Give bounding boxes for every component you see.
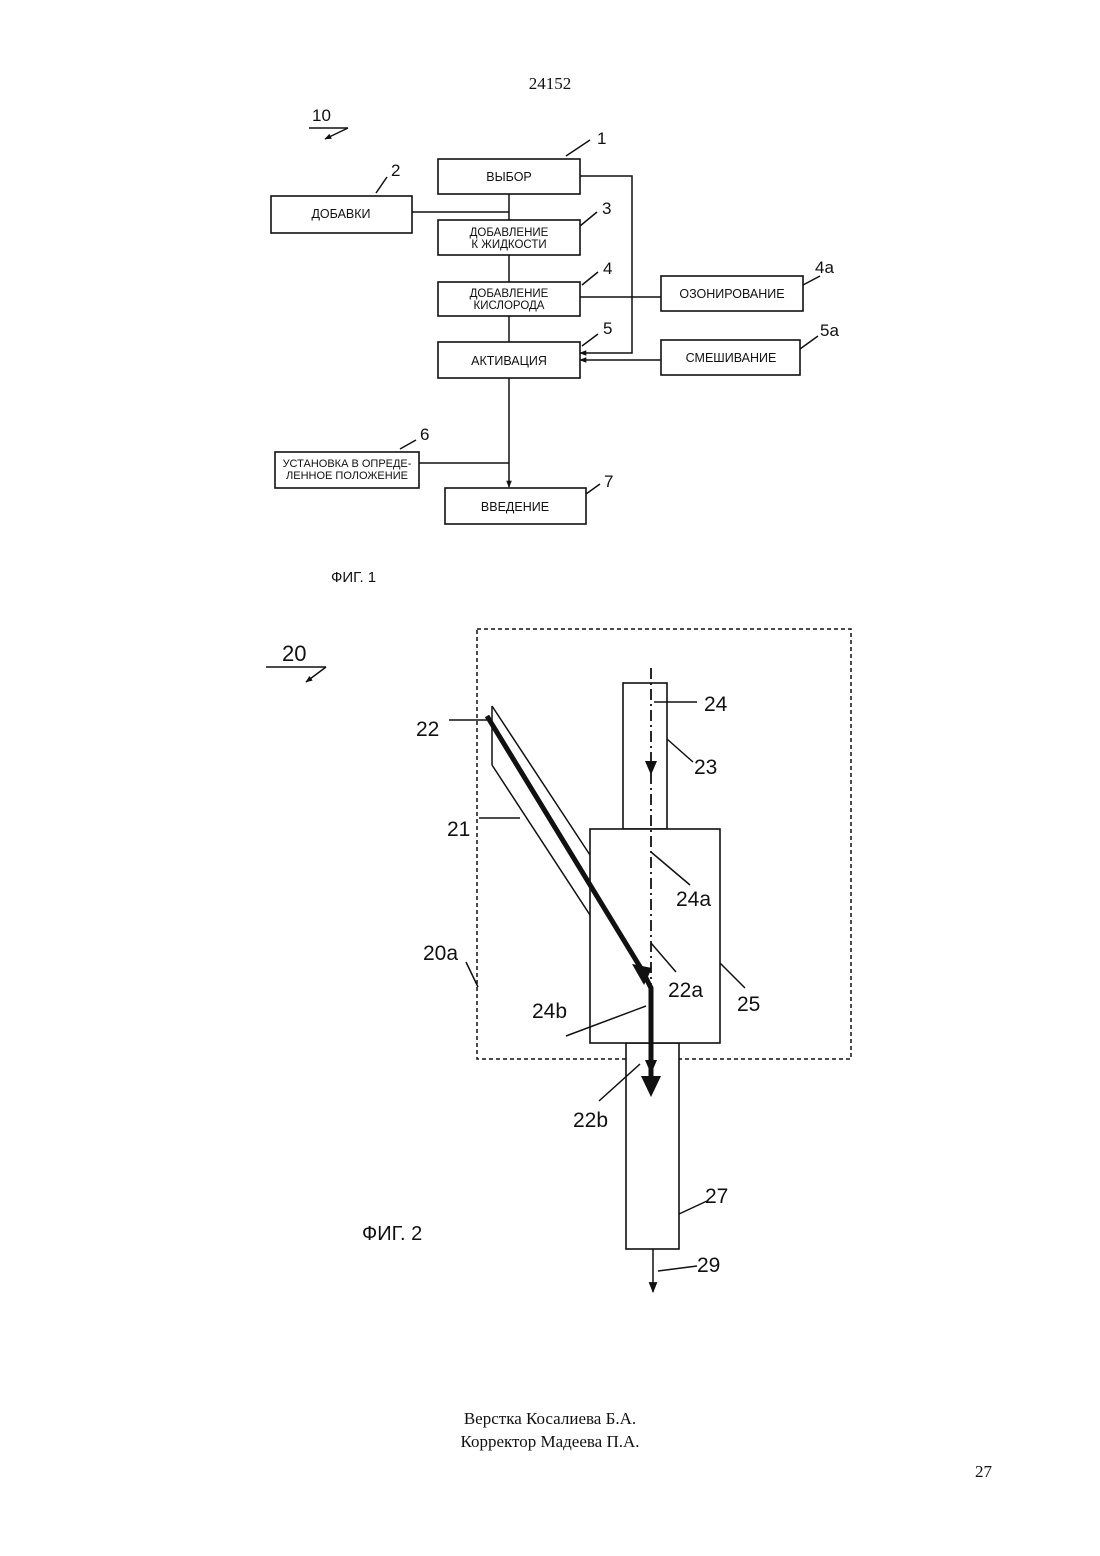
leader-25 [720,963,745,988]
leader-23 [667,739,693,762]
label-29: 29 [697,1254,720,1277]
box-dobavki: ДОБАВКИ 2 [271,161,412,233]
box-vvedenie-label: ВВЕДЕНИЕ [481,500,549,514]
box-position-line2: ЛЕННОЕ ПОЛОЖЕНИЕ [286,470,408,482]
mixing-chamber-25 [590,829,720,1043]
leader-4 [582,272,598,285]
box-activ-label: АКТИВАЦИЯ [471,354,547,368]
box-vybor: ВЫБОР 1 [438,129,606,194]
leader-5a [800,336,818,349]
fig1-reference: 10 [309,106,348,139]
fig2-ref-arrow [306,667,326,682]
label-24b: 24b [532,1000,567,1023]
leader-7 [586,484,600,494]
box-mix: СМЕШИВАНИЕ 5a [661,321,839,375]
fig1-ref-arrow [325,128,348,139]
leader-29 [658,1266,697,1271]
page-number: 27 [975,1462,992,1482]
label-25: 25 [737,993,760,1016]
box-ozon-label: ОЗОНИРОВАНИЕ [679,287,784,301]
ref-5: 5 [603,319,612,338]
fig2-ref-label: 20 [282,641,306,666]
leader-2 [376,177,387,193]
figure-2: 20 [266,629,851,1292]
tube-21-upper-wall [492,706,590,855]
label-27: 27 [705,1185,728,1208]
label-21: 21 [447,818,470,841]
ref-1: 1 [597,129,606,148]
box-oxygen-line1: ДОБАВЛЕНИЕ [470,288,549,300]
box-dobavki-label: ДОБАВКИ [311,207,370,221]
inlet-pipe-23 [623,683,667,829]
figure-1: 10 ВЫБОР 1 [271,106,839,586]
leader-1 [566,140,590,156]
box-mix-label: СМЕШИВАНИЕ [686,351,777,365]
ref-7: 7 [604,472,613,491]
leader-3 [580,212,597,226]
ref-4: 4 [603,259,612,278]
ref-2: 2 [391,161,400,180]
fig1-caption: ФИГ. 1 [331,569,376,586]
box-liquid: ДОБАВЛЕНИЕ К ЖИДКОСТИ 3 [438,199,611,255]
label-22a: 22a [668,979,703,1002]
leader-6 [400,440,416,449]
label-20a: 20a [423,942,458,965]
footer-proofreader-credit: Корректор Мадеева П.А. [0,1430,1100,1453]
tube-21-lower-wall [492,765,590,915]
box-position-line1: УСТАНОВКА В ОПРЕДЕ- [283,458,412,470]
ref-6: 6 [420,425,429,444]
box-liquid-line1: ДОБАВЛЕНИЕ [470,227,549,239]
ref-3: 3 [602,199,611,218]
label-24a: 24a [676,888,711,911]
label-23: 23 [694,756,717,779]
footer-layout-credit: Верстка Косалиева Б.А. [0,1407,1100,1430]
fig2-caption: ФИГ. 2 [362,1223,422,1245]
leader-27 [679,1201,707,1214]
box-liquid-line2: К ЖИДКОСТИ [471,239,546,251]
leader-20a [466,962,478,987]
box-vybor-label: ВЫБОР [486,170,532,184]
leader-5 [582,334,598,346]
footer-credits: Верстка Косалиева Б.А. Корректор Мадеева… [0,1407,1100,1453]
label-22: 22 [416,718,439,741]
label-22b: 22b [573,1109,608,1132]
fig2-reference: 20 [266,641,326,682]
label-24: 24 [704,693,728,716]
leader-4a [803,276,820,285]
ref-4a: 4a [815,258,834,277]
box-ozon: ОЗОНИРОВАНИЕ 4a [661,258,834,311]
box-oxygen: ДОБАВЛЕНИЕ КИСЛОРОДА 4 [438,259,612,316]
fig1-ref-label: 10 [312,106,331,125]
box-oxygen-line2: КИСЛОРОДА [474,300,545,312]
ref-5a: 5a [820,321,839,340]
box-vvedenie: ВВЕДЕНИЕ 7 [445,472,613,524]
box-activ: АКТИВАЦИЯ 5 [438,319,612,378]
box-position: УСТАНОВКА В ОПРЕДЕ- ЛЕННОЕ ПОЛОЖЕНИЕ 6 [275,425,429,488]
side-inlet-tube-21 [492,706,590,915]
